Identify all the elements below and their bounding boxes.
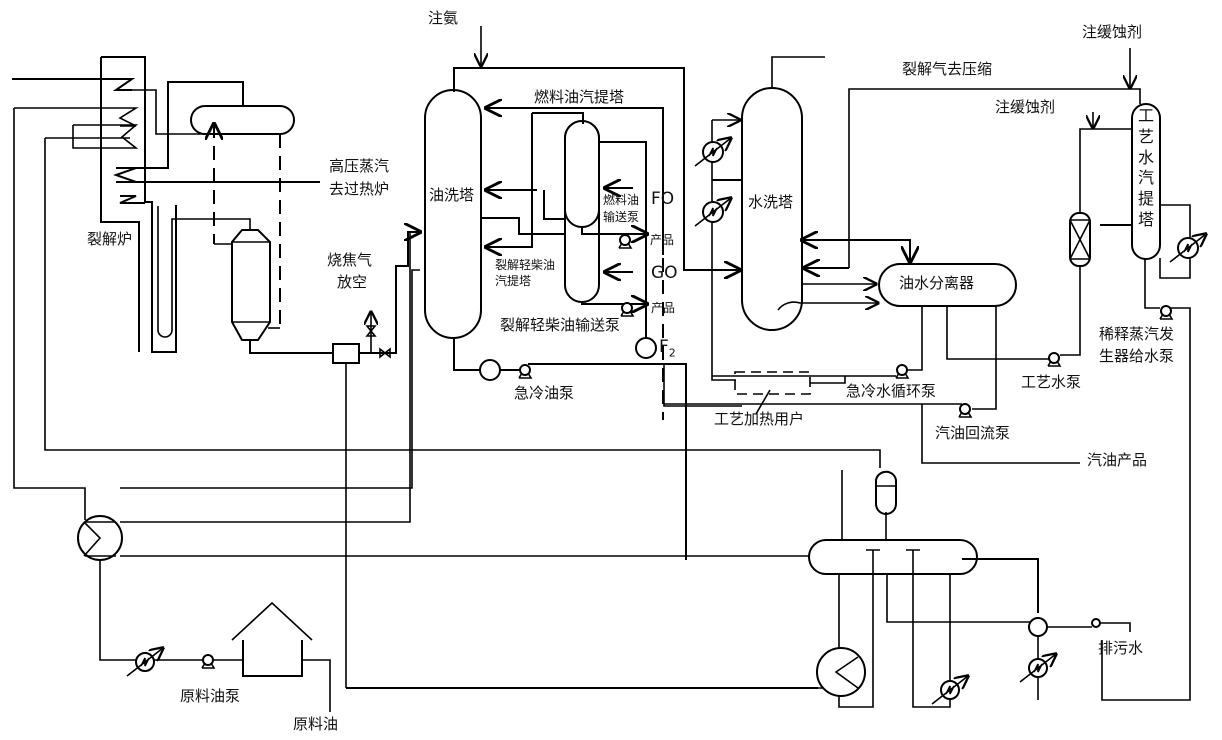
label-feed-oil-pump: 原料油泵 — [180, 687, 241, 705]
label-light-diesel-stripper-1: 裂解轻柴油 — [495, 258, 556, 272]
knockout-drum — [875, 470, 897, 515]
steam-drum — [190, 105, 295, 135]
label-quench-water-pump: 急冷水循环泵 — [846, 382, 937, 400]
label-char: 工 — [1137, 106, 1154, 125]
sample-cooler — [1028, 617, 1048, 637]
transfer-line-exchanger — [231, 229, 271, 341]
label-process-heat-users: 工艺加热用户 — [714, 410, 805, 428]
label-char: 水 — [1137, 147, 1154, 167]
label-ammonia-injection: 注氨 — [428, 9, 459, 27]
label-corrosion-inhibitor-1: 注缓蚀剂 — [1082, 23, 1143, 41]
label-fo-product: 产品 — [650, 233, 675, 247]
label-sewage: 排污水 — [1098, 639, 1144, 657]
label-f2: F2 — [659, 337, 676, 360]
water-wash-tower — [741, 87, 803, 331]
decoking-drum — [332, 343, 360, 364]
label-cracking-furnace: 裂解炉 — [87, 230, 133, 248]
label-char: 塔 — [1137, 209, 1154, 229]
coil-1 — [12, 78, 136, 91]
f2-text: F — [659, 337, 669, 357]
f2-flow-meter — [635, 337, 657, 359]
label-gasoline-reflux-pump: 汽油回流泵 — [935, 424, 1011, 442]
label-light-diesel-stripper-2: 汽提塔 — [495, 274, 532, 288]
label-process-water-pump: 工艺水泵 — [1021, 373, 1082, 391]
label-go-product: 产品 — [651, 301, 676, 315]
cracking-furnace — [12, 56, 251, 353]
quench-oil-filter — [479, 359, 501, 381]
coil-2 — [72, 124, 139, 149]
label-hp-steam-2: 去过热炉 — [329, 180, 390, 198]
label-water-wash-tower: 水洗塔 — [748, 193, 794, 211]
label-char: 汽 — [1137, 168, 1154, 188]
label-decoking-gas-1: 烧焦气 — [327, 251, 373, 269]
label-fuel-oil-stripper: 燃料油汽提塔 — [534, 88, 625, 106]
f2-subscript: 2 — [668, 346, 676, 360]
label-dilution-steam-pump-2: 生器给水泵 — [1099, 347, 1175, 365]
label-feed-oil: 原料油 — [293, 715, 339, 733]
steam-generator-exchanger — [816, 647, 866, 697]
label-char: 艺 — [1137, 126, 1154, 146]
label-dilution-steam-pump-1: 稀释蒸汽发 — [1099, 325, 1175, 343]
label-gasoline-product: 汽油产品 — [1087, 451, 1148, 469]
feed-tank — [242, 640, 303, 677]
label-fuel-oil-pump-1: 燃料油 — [603, 193, 640, 207]
label-fo: FO — [651, 189, 675, 209]
label-go: GO — [651, 263, 678, 283]
fuel-oil-stripper — [564, 120, 600, 228]
label-char: 提 — [1137, 189, 1154, 209]
label-quench-oil-pump: 急冷油泵 — [514, 384, 575, 402]
line-valve — [379, 347, 391, 359]
label-hp-steam-1: 高压蒸汽 — [329, 157, 390, 175]
label-oil-water-separator: 油水分离器 — [899, 274, 975, 292]
label-light-diesel-pump: 裂解轻柴油输送泵 — [500, 316, 621, 334]
label-decoking-gas-2: 放空 — [337, 273, 368, 291]
label-oil-wash-tower: 油洗塔 — [429, 186, 475, 204]
heat-exchanger-icons — [126, 138, 1206, 705]
label-fuel-oil-pump-2: 输送泵 — [603, 210, 640, 224]
vent-valve — [365, 325, 377, 337]
process-water-stripper — [1131, 103, 1161, 260]
label-process-water-stripper: 工 艺 水 汽 提 塔 — [1137, 106, 1155, 231]
label-corrosion-inhibitor-2: 注缓蚀剂 — [995, 98, 1056, 116]
pump-icons — [201, 234, 1174, 669]
oil-wash-tower — [424, 89, 482, 339]
steam-separator-drum — [808, 539, 978, 575]
oil-water-separator — [878, 263, 1017, 307]
label-cracked-gas: 裂解气去压缩 — [902, 60, 993, 78]
